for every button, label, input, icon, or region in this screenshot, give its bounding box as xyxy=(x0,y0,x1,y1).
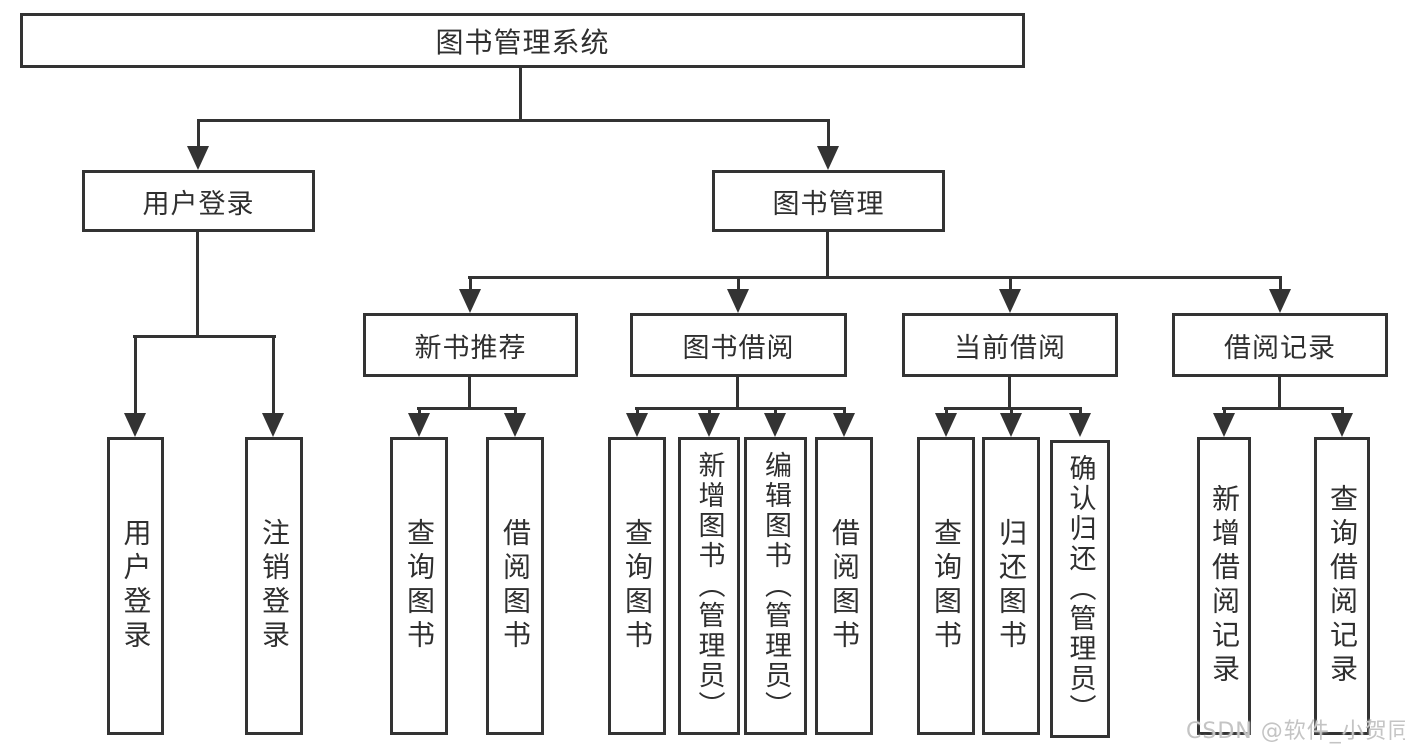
connector-line xyxy=(826,232,829,279)
connector-line xyxy=(272,335,275,413)
arrowhead-down-icon xyxy=(626,413,648,437)
arrowhead-down-icon xyxy=(727,289,749,313)
leaf-label: 借阅图书 xyxy=(499,518,532,654)
connector-line xyxy=(945,407,948,413)
connector-line xyxy=(737,276,740,289)
connector-line xyxy=(944,407,1082,410)
node-user-login: 用户登录 xyxy=(82,170,315,232)
arrowhead-down-icon xyxy=(764,413,786,437)
connector-line xyxy=(1079,407,1082,413)
leaf-label: 借阅图书 xyxy=(828,518,861,654)
connector-line xyxy=(708,407,711,413)
connector-line xyxy=(417,407,517,410)
node-root: 图书管理系统 xyxy=(20,13,1025,68)
connector-line xyxy=(418,407,421,413)
connector-line xyxy=(197,119,830,122)
connector-line xyxy=(133,335,276,338)
connector-line xyxy=(1009,276,1012,289)
leaf-edit-book-admin: 编辑图书（管理员） xyxy=(744,437,807,735)
leaf-user-login: 用户登录 xyxy=(107,437,164,735)
leaf-label: 新增借阅记录 xyxy=(1208,484,1241,688)
leaf-query-borrow-record: 查询借阅记录 xyxy=(1314,437,1370,735)
arrowhead-down-icon xyxy=(833,413,855,437)
arrowhead-down-icon xyxy=(459,289,481,313)
connector-line xyxy=(1008,377,1011,410)
leaf-add-borrow-record: 新增借阅记录 xyxy=(1197,437,1251,735)
arrowhead-down-icon xyxy=(698,413,720,437)
connector-line xyxy=(134,335,137,413)
connector-line xyxy=(1341,407,1344,413)
connector-line xyxy=(774,407,777,413)
leaf-label: 查询图书 xyxy=(403,518,436,654)
arrowhead-down-icon xyxy=(187,146,209,170)
arrowhead-down-icon xyxy=(1269,289,1291,313)
leaf-label: 查询借阅记录 xyxy=(1326,484,1359,688)
connector-line xyxy=(468,276,1282,279)
connector-line xyxy=(736,377,739,410)
leaf-query-books-recommend: 查询图书 xyxy=(390,437,448,735)
leaf-label: 新增图书（管理员） xyxy=(693,451,725,721)
connector-line xyxy=(827,119,830,146)
leaf-label: 注销登录 xyxy=(258,518,291,654)
arrowhead-down-icon xyxy=(999,289,1021,313)
connector-line xyxy=(843,407,846,413)
connector-line xyxy=(1223,407,1226,413)
leaf-confirm-return-admin: 确认归还（管理员） xyxy=(1050,440,1110,738)
arrowhead-down-icon xyxy=(817,146,839,170)
connector-line xyxy=(468,377,471,410)
node-borrow-records: 借阅记录 xyxy=(1172,313,1388,377)
arrowhead-down-icon xyxy=(124,413,146,437)
connector-line xyxy=(1279,276,1282,289)
arrowhead-down-icon xyxy=(1331,413,1353,437)
arrowhead-down-icon xyxy=(1069,413,1091,437)
connector-line xyxy=(1222,407,1344,410)
arrowhead-down-icon xyxy=(935,413,957,437)
connector-line xyxy=(519,68,522,122)
leaf-add-book-admin: 新增图书（管理员） xyxy=(678,437,740,735)
connector-line xyxy=(196,232,199,338)
connector-line xyxy=(197,119,200,146)
leaf-query-books-current: 查询图书 xyxy=(917,437,975,735)
arrowhead-down-icon xyxy=(504,413,526,437)
leaf-borrow-books-recommend: 借阅图书 xyxy=(486,437,544,735)
node-book-borrow: 图书借阅 xyxy=(630,313,847,377)
leaf-label: 编辑图书（管理员） xyxy=(760,451,791,721)
leaf-label: 确认归还（管理员） xyxy=(1064,454,1096,724)
connector-line xyxy=(514,407,517,413)
node-new-book-recommend: 新书推荐 xyxy=(363,313,578,377)
arrowhead-down-icon xyxy=(1000,413,1022,437)
leaf-label: 归还图书 xyxy=(995,518,1028,654)
connector-line xyxy=(1010,407,1013,413)
connector-line xyxy=(469,276,472,289)
connector-line xyxy=(1278,377,1281,410)
leaf-query-books-borrow: 查询图书 xyxy=(608,437,666,735)
node-book-management: 图书管理 xyxy=(712,170,945,232)
arrowhead-down-icon xyxy=(262,413,284,437)
leaf-logout: 注销登录 xyxy=(245,437,303,735)
leaf-label: 查询图书 xyxy=(621,518,654,654)
leaf-return-books: 归还图书 xyxy=(982,437,1040,735)
node-current-borrow: 当前借阅 xyxy=(902,313,1118,377)
connector-line xyxy=(635,407,846,410)
leaf-label: 查询图书 xyxy=(930,518,963,654)
watermark-csdn: CSDN @软件_小贺同学 xyxy=(1186,719,1405,744)
arrowhead-down-icon xyxy=(1213,413,1235,437)
leaf-label: 用户登录 xyxy=(119,518,153,654)
arrowhead-down-icon xyxy=(408,413,430,437)
leaf-borrow-books: 借阅图书 xyxy=(815,437,873,735)
connector-line xyxy=(636,407,639,413)
